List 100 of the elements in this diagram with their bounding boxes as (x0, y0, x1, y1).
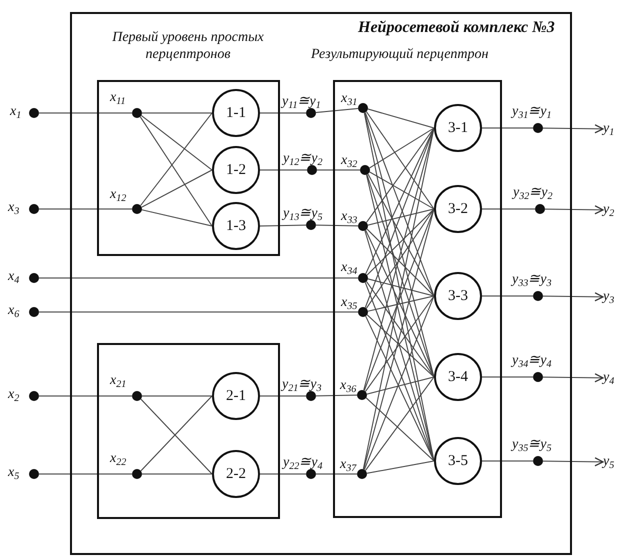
variable-label: x$_{33}$ (341, 209, 358, 225)
connection-dot (29, 108, 39, 118)
connection-line (366, 314, 434, 378)
connection-dot (357, 469, 367, 479)
neuron-circle: 3-1 (434, 104, 482, 152)
connection-line (369, 128, 434, 168)
connection-dot (132, 204, 142, 214)
connection-dot (533, 123, 543, 133)
output-label: y$_{2}$ (603, 201, 614, 219)
variable-label: y$_{11}$≅y$_{1}$ (282, 94, 321, 110)
connection-line (482, 208, 536, 210)
connection-line (365, 296, 434, 392)
connection-dot (357, 390, 367, 400)
connection-line (364, 208, 434, 392)
connection-dot (533, 291, 543, 301)
connection-dot (360, 165, 370, 175)
connection-dot (358, 221, 368, 231)
connection-dot (307, 165, 317, 175)
connection-line (366, 397, 434, 462)
output-label: y$_{3}$ (603, 288, 614, 306)
connection-line (366, 460, 434, 474)
neuron-circle: 3-4 (434, 353, 482, 401)
variable-label: x$_{11}$ (110, 90, 126, 106)
connection-line (365, 316, 434, 462)
neuron-circle: 1-2 (212, 146, 260, 194)
connection-line (366, 208, 434, 309)
connection-dot (358, 273, 368, 283)
connection-dot (306, 108, 316, 118)
connection-dot (132, 391, 142, 401)
connection-line (366, 208, 434, 276)
variable-label: x$_{6}$ (8, 303, 20, 319)
connection-line (365, 376, 434, 471)
variable-label: y$_{32}$≅y$_{2}$ (513, 185, 552, 201)
connection-dot (29, 307, 39, 317)
connection-line (38, 208, 132, 210)
variable-label: y$_{13}$≅y$_{5}$ (283, 206, 322, 222)
connection-line (367, 296, 434, 312)
connection-line (482, 460, 534, 462)
connection-line (368, 174, 434, 296)
variable-label: x$_{21}$ (110, 373, 126, 389)
arrow (542, 292, 604, 302)
connection-line (141, 170, 212, 208)
variable-label: y$_{31}$≅y$_{1}$ (512, 104, 552, 120)
connection-line (367, 108, 434, 128)
connection-dot (132, 469, 142, 479)
connection-dot (306, 220, 316, 230)
variable-label: x$_{34}$ (341, 260, 358, 276)
variable-label: x$_{12}$ (110, 187, 126, 203)
neuron-circle: 3-3 (434, 272, 482, 320)
neuron-circle: 3-5 (434, 437, 482, 485)
connection-line (260, 112, 306, 114)
neuron-circle: 1-1 (212, 89, 260, 137)
output-label: y$_{4}$ (603, 369, 614, 387)
connection-line (369, 171, 434, 210)
group-frame (97, 343, 280, 519)
connection-line (367, 278, 434, 296)
connection-dot (29, 391, 39, 401)
arrow (544, 205, 604, 214)
variable-label: x$_{32}$ (341, 153, 358, 169)
group-frame (70, 12, 572, 555)
connection-line (482, 376, 534, 378)
group-heading: Первый уровень простых перцептронов (111, 29, 265, 63)
arrow (542, 457, 604, 466)
output-label: y$_{5}$ (603, 453, 614, 471)
group-heading: Нейросетевой комплекс №3 (358, 19, 555, 36)
variable-label: x$_{36}$ (340, 378, 356, 394)
connection-line (260, 224, 306, 226)
connection-dot (132, 108, 142, 118)
variable-label: y$_{34}$≅y$_{4}$ (512, 353, 552, 369)
variable-label: y$_{21}$≅y$_{3}$ (282, 377, 322, 393)
variable-label: y$_{22}$≅y$_{4}$ (283, 455, 322, 471)
connection-line (367, 208, 434, 226)
connection-dot (533, 456, 543, 466)
neuron-circle: 3-2 (434, 185, 482, 233)
variable-label: x$_{3}$ (8, 200, 20, 216)
connection-line (316, 108, 358, 113)
variable-label: x$_{31}$ (341, 91, 358, 107)
connection-line (366, 111, 434, 210)
neuron-circle: 1-3 (212, 202, 260, 250)
variable-label: x$_{37}$ (340, 457, 356, 473)
connection-line (365, 230, 434, 378)
connection-line (366, 128, 434, 223)
arrow (542, 124, 604, 134)
connection-dot (29, 204, 39, 214)
arrow (542, 373, 604, 382)
connection-line (140, 116, 212, 226)
connection-line (141, 209, 212, 226)
variable-label: x$_{35}$ (341, 295, 358, 311)
connection-line (140, 112, 212, 206)
connection-dot (29, 469, 39, 479)
variable-label: y$_{33}$≅y$_{3}$ (512, 272, 552, 288)
connection-line (316, 394, 358, 396)
connection-dot (306, 469, 316, 479)
connection-line (366, 281, 434, 378)
connection-dot (533, 372, 543, 382)
variable-label: y$_{35}$≅y$_{5}$ (512, 437, 552, 453)
connection-line (366, 228, 434, 296)
connection-dot (358, 103, 368, 113)
variable-label: x$_{4}$ (8, 269, 20, 285)
group-heading: Результирующий перцептрон (311, 46, 488, 63)
